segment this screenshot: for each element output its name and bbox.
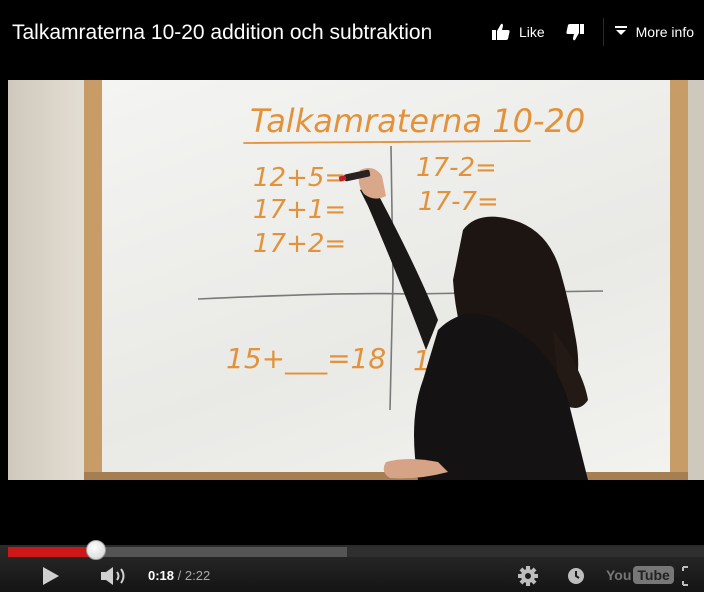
more-info-button[interactable]: More info (604, 14, 704, 50)
progress-track (8, 547, 704, 557)
progress-played (8, 547, 97, 557)
dislike-button[interactable] (555, 14, 603, 50)
equation-left-3: 17+2= (253, 229, 346, 259)
wall (8, 80, 88, 480)
equation-right-1: 17-2= (416, 153, 497, 183)
play-icon (43, 567, 59, 585)
current-time: 0:18 (148, 568, 175, 583)
whiteboard-ledge (84, 472, 688, 480)
clock-icon (568, 568, 584, 584)
logo-tube: Tube (633, 566, 674, 584)
time-separator: / (174, 568, 185, 583)
divider (602, 18, 604, 46)
logo-you: You (606, 567, 632, 583)
duration: 2:22 (184, 568, 211, 583)
fullscreen-button[interactable] (676, 560, 698, 592)
equation-left-1: 12+5= (253, 163, 346, 193)
equation-right-2: 17-7= (418, 187, 499, 217)
board-horizontal-line (197, 290, 604, 300)
info-bar: Talkamraterna 10-20 addition och subtrak… (0, 0, 704, 62)
gear-icon (518, 566, 538, 586)
heading-underline (243, 140, 531, 144)
whiteboard-writing: Talkamraterna 10-20 12+5= 17+1= 17+2= 17… (197, 102, 604, 480)
play-button[interactable] (30, 560, 70, 592)
progress-bar[interactable] (0, 540, 704, 560)
fullscreen-icon (682, 566, 688, 586)
board-vertical-line (389, 145, 394, 411)
watch-later-button[interactable] (560, 560, 592, 592)
more-info-label: More info (635, 24, 694, 40)
scrubber-handle[interactable] (86, 540, 107, 560)
video-title[interactable]: Talkamraterna 10-20 addition och subtrak… (12, 20, 464, 46)
progress-buffered (8, 547, 347, 557)
video-frame[interactable]: Talkamraterna 10-20 12+5= 17+1= 17+2= 17… (8, 80, 704, 480)
teacher (338, 168, 588, 480)
thumbs-down-icon (566, 24, 584, 41)
board-heading: Talkamraterna 10-20 (250, 102, 585, 140)
time-display: 0:18 / 2:22 (148, 568, 210, 583)
volume-icon (101, 567, 125, 585)
equation-bottom-left: 15+___=18 (226, 342, 386, 375)
volume-button[interactable] (96, 560, 134, 592)
equation-left-2: 17+1= (253, 195, 346, 225)
thumbs-up-icon (491, 23, 510, 40)
title-actions: Like More info (481, 14, 704, 50)
chevron-down-icon (614, 26, 627, 35)
like-label: Like (518, 24, 545, 40)
settings-button[interactable] (512, 560, 544, 592)
like-button[interactable]: Like (481, 14, 555, 50)
